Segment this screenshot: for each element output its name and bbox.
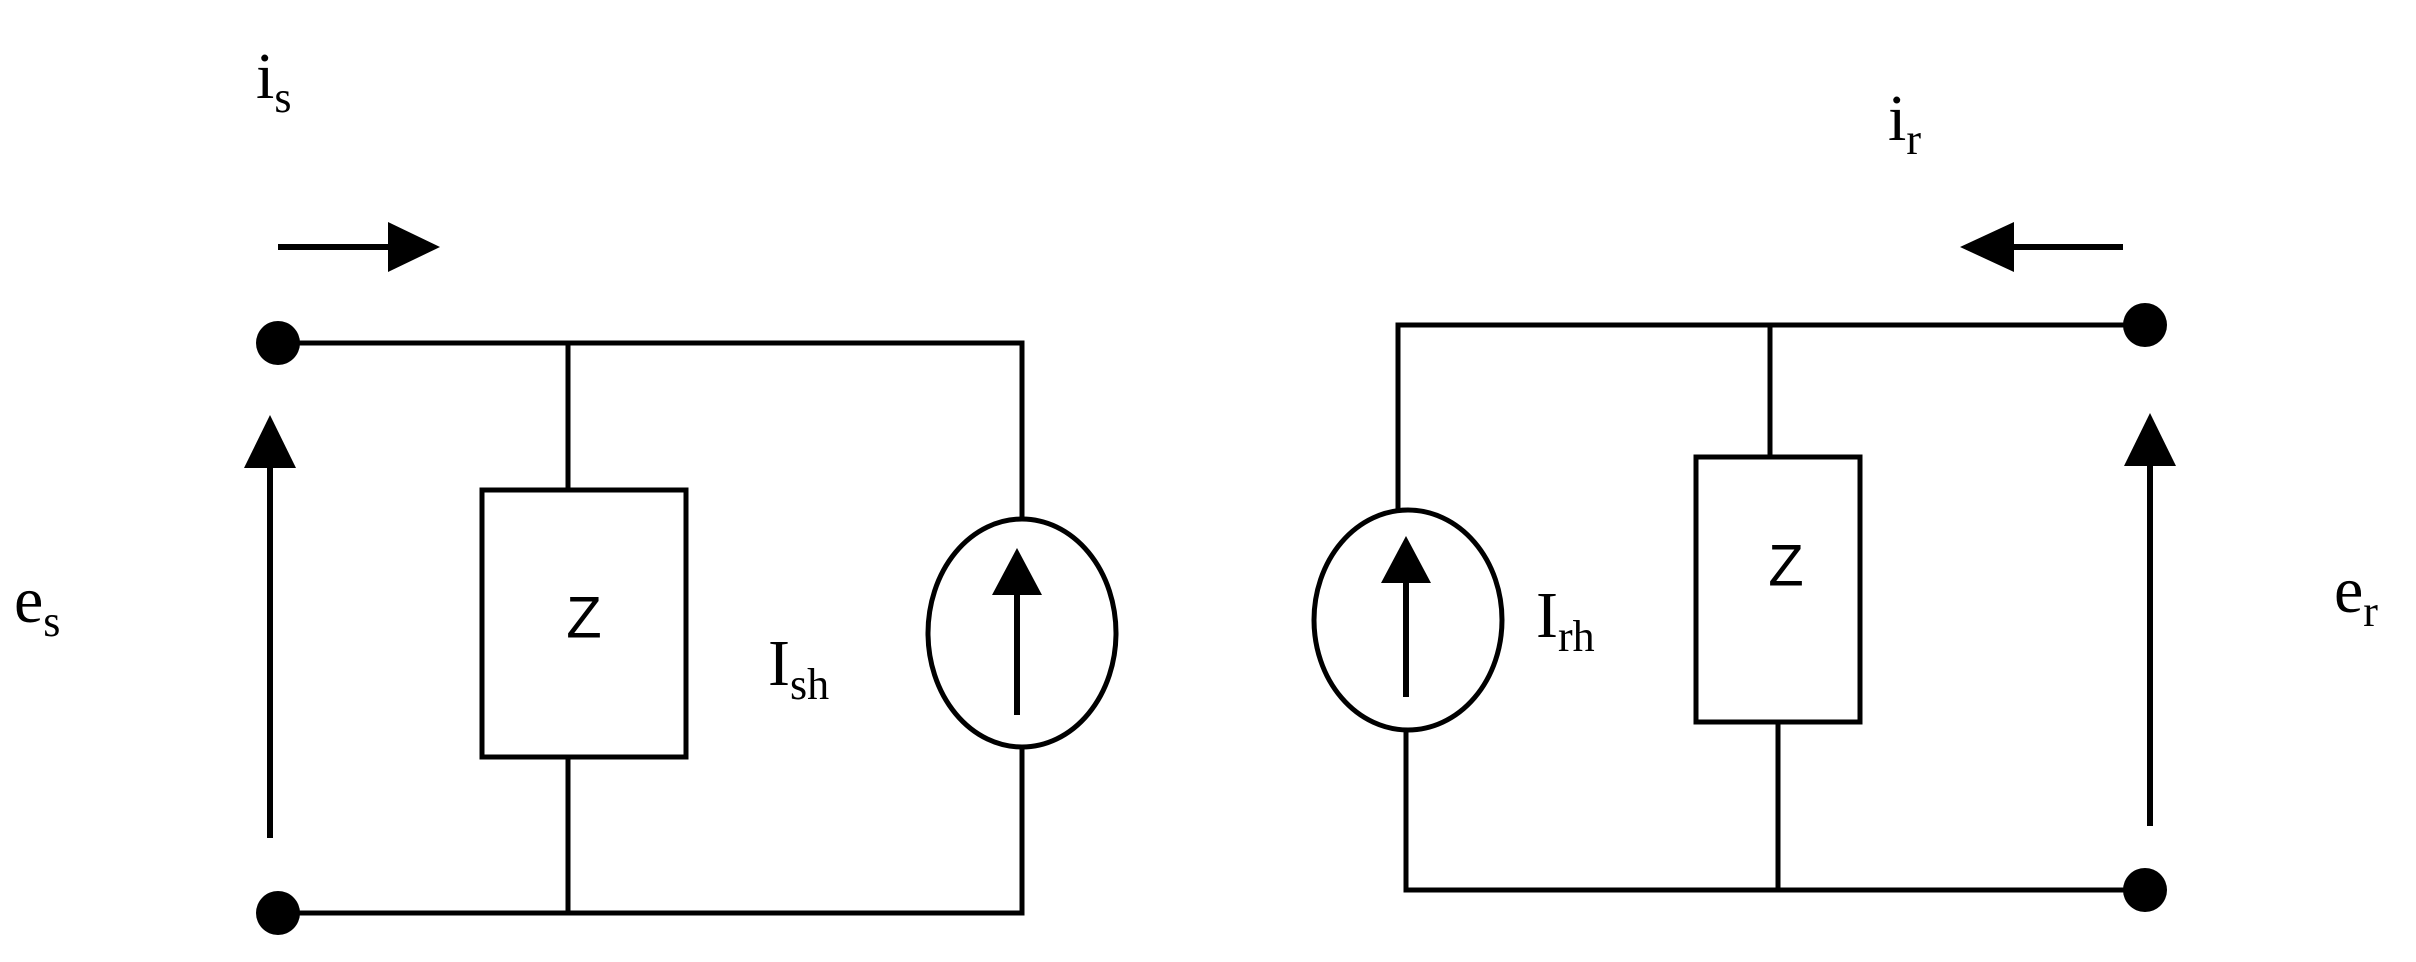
right-voltage-arrow-head <box>2124 413 2176 466</box>
left-bottom-terminal <box>256 891 300 935</box>
right-impedance-label: Z <box>1768 533 1803 598</box>
right-impedance-box <box>1693 454 1863 725</box>
left-voltage-label: es <box>14 564 60 646</box>
right-source-label-main: I <box>1536 579 1558 652</box>
right-source-label-sub: rh <box>1558 612 1595 661</box>
right-voltage-label-main: e <box>2334 554 2363 627</box>
left-top-terminal <box>256 321 300 365</box>
left-current-label-sub: s <box>274 73 291 122</box>
left-source-label-main: I <box>768 627 790 700</box>
left-source-arrow-head <box>992 548 1042 595</box>
left-current-label-main: i <box>256 40 274 113</box>
left-current-source <box>925 516 1119 750</box>
right-voltage-label: er <box>2334 554 2378 636</box>
right-bottom-terminal <box>2123 868 2167 912</box>
right-current-label-sub: r <box>1906 115 1921 164</box>
left-impedance-label: Z <box>566 585 601 650</box>
right-current-arrow-head <box>1960 222 2014 272</box>
right-source-label: Irh <box>1536 579 1595 661</box>
right-current-label: ir <box>1888 82 1921 164</box>
left-voltage-label-main: e <box>14 564 43 637</box>
left-current-arrow-head <box>388 222 440 272</box>
right-circuit: Irh Z ir er <box>1311 82 2378 912</box>
right-voltage-label-sub: r <box>2363 587 2378 636</box>
left-voltage-arrow-head <box>244 415 296 468</box>
left-circuit: Z Ish is es <box>14 40 1119 935</box>
left-source-label: Ish <box>768 627 829 709</box>
right-current-label-main: i <box>1888 82 1906 155</box>
left-current-label: is <box>256 40 291 122</box>
left-voltage-label-sub: s <box>43 597 60 646</box>
left-impedance-box <box>479 487 689 760</box>
right-source-arrow-head <box>1381 536 1431 583</box>
left-source-label-sub: sh <box>790 660 829 709</box>
right-top-terminal <box>2123 303 2167 347</box>
